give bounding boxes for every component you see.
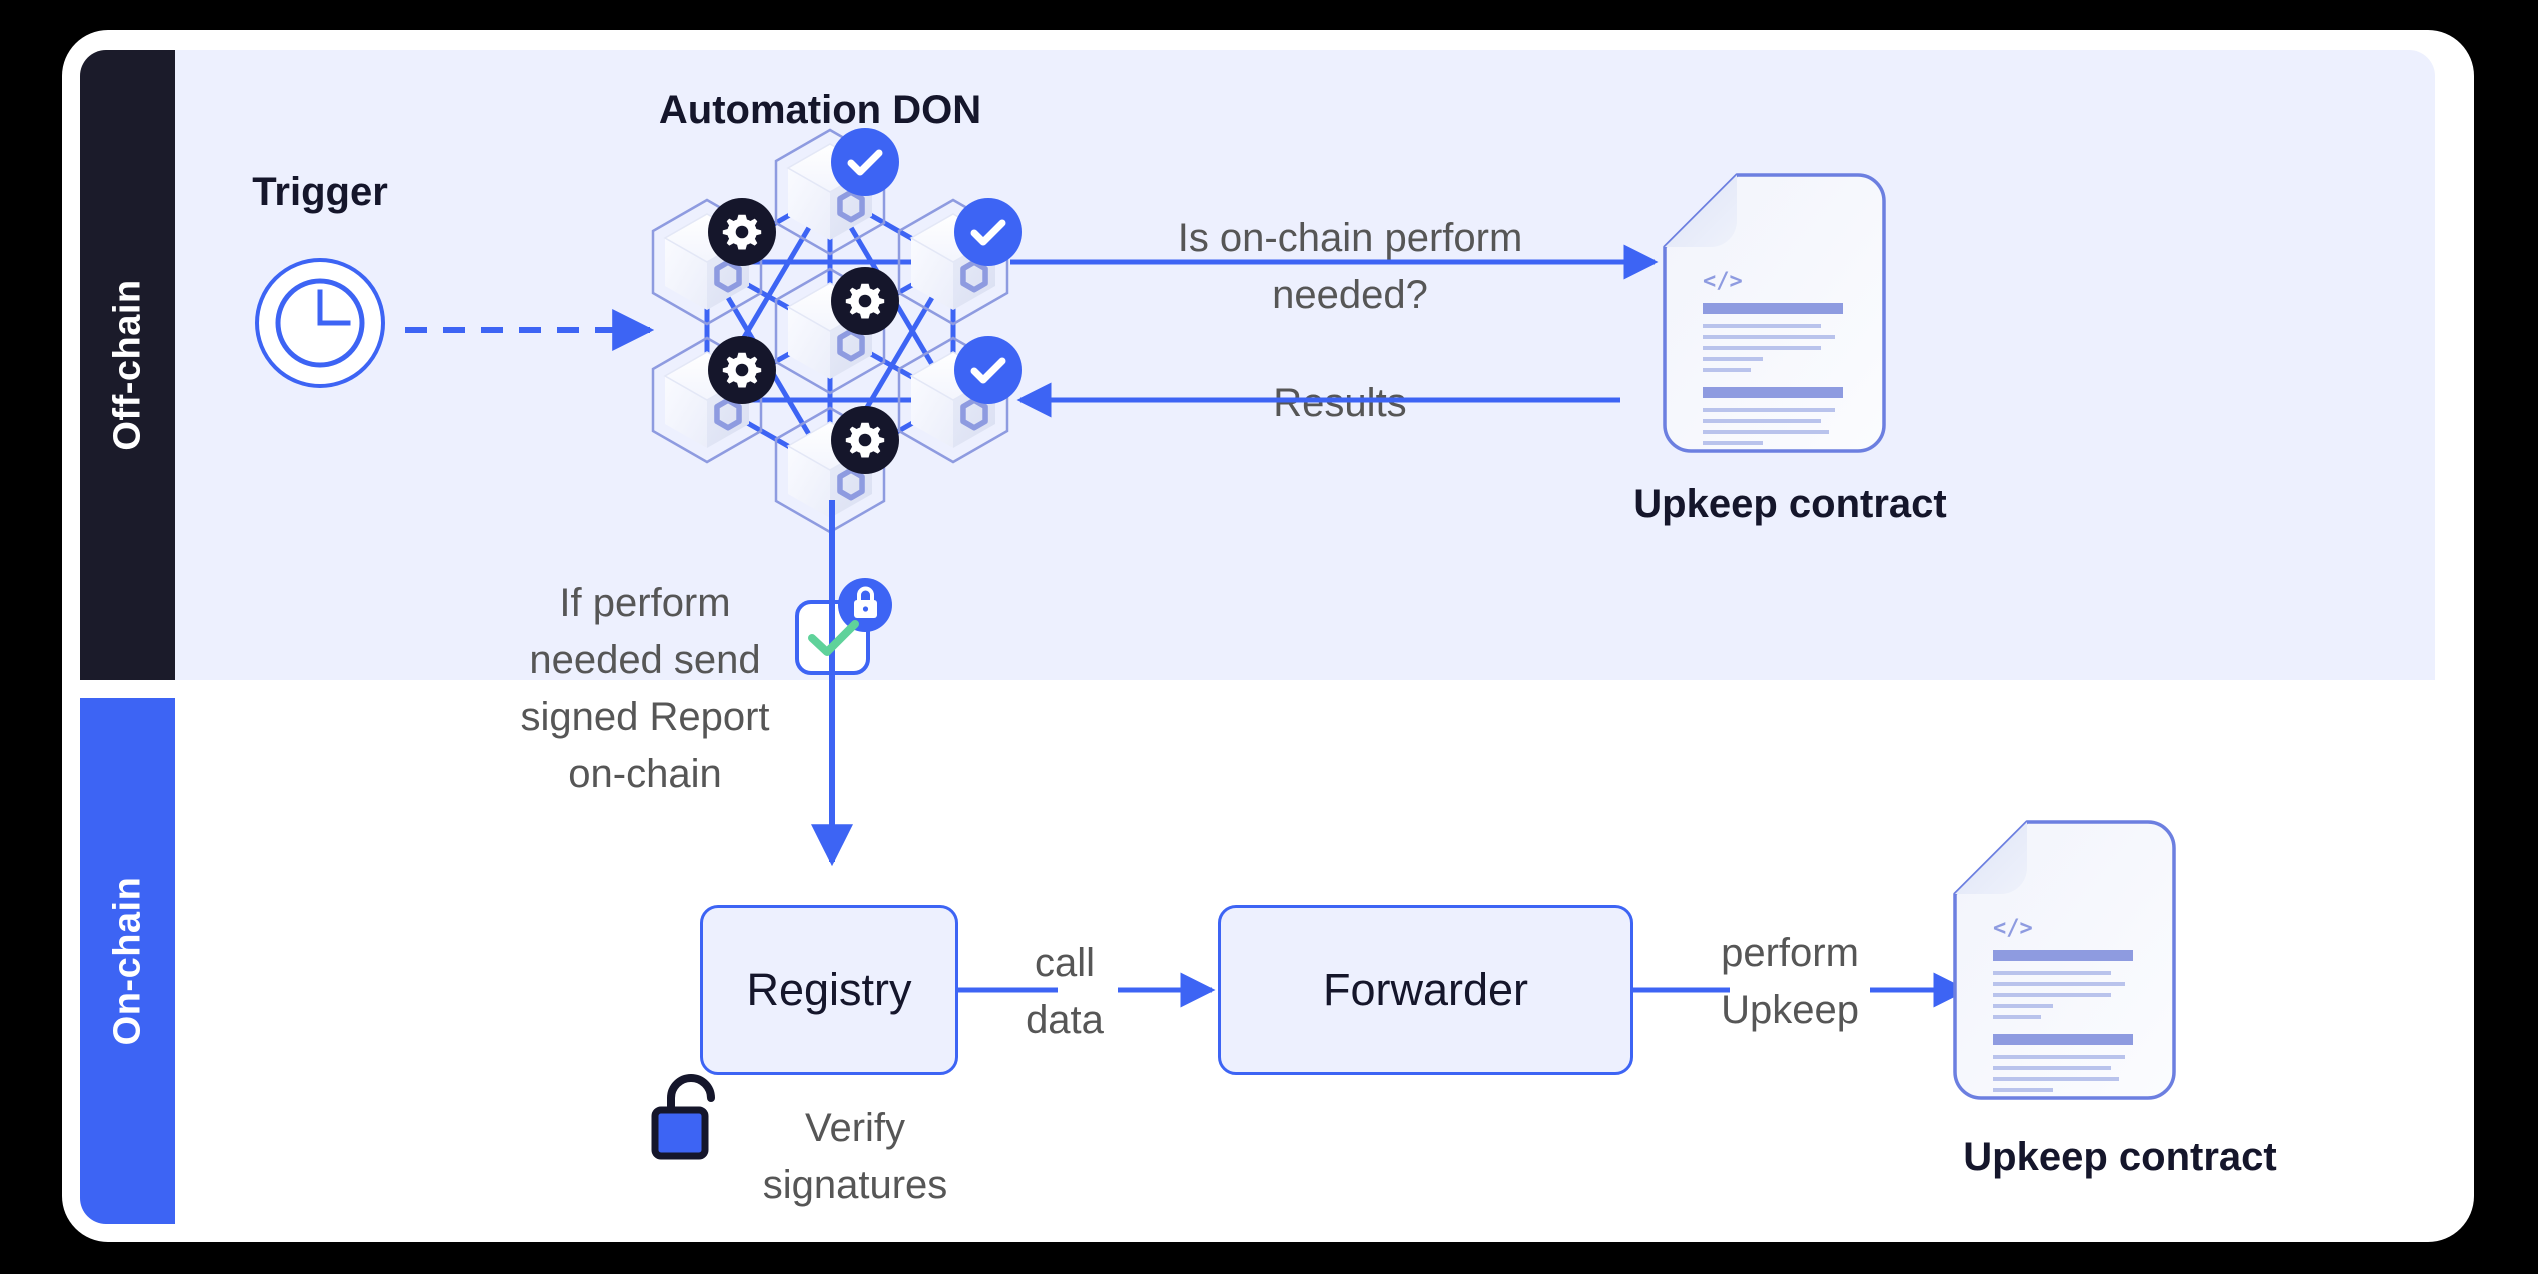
trigger-label: Trigger [252, 170, 388, 214]
offchain-rail: Off-chain [80, 50, 175, 680]
forwarder-box-label: Forwarder [1322, 964, 1529, 1015]
calldata-label: call data [1026, 941, 1104, 1042]
registry-box[interactable]: Registry [700, 905, 958, 1075]
offchain-panel [175, 50, 2435, 680]
onchain-rail: On-chain [80, 698, 175, 1224]
closed-padlock-icon [838, 578, 892, 632]
upkeep-contract-label-offchain: Upkeep contract [1633, 482, 1947, 526]
verify-signatures-label: Verify signatures [762, 1106, 948, 1207]
report-label: If perform needed send signed Report on-… [520, 581, 770, 796]
forwarder-box[interactable]: Forwarder [1218, 905, 1633, 1075]
upkeep-contract-label-onchain: Upkeep contract [1963, 1135, 2277, 1179]
query-label: Is on-chain perform needed? [1177, 216, 1523, 317]
don-title: Automation DON [658, 88, 982, 132]
offchain-rail-label: Off-chain [106, 279, 148, 451]
onchain-rail-label: On-chain [106, 876, 148, 1046]
registry-box-label: Registry [746, 964, 912, 1015]
trigger-outer-ring [255, 258, 385, 388]
perform-upkeep-label: perform Upkeep [1721, 931, 1859, 1032]
results-label: Results [1273, 381, 1407, 425]
